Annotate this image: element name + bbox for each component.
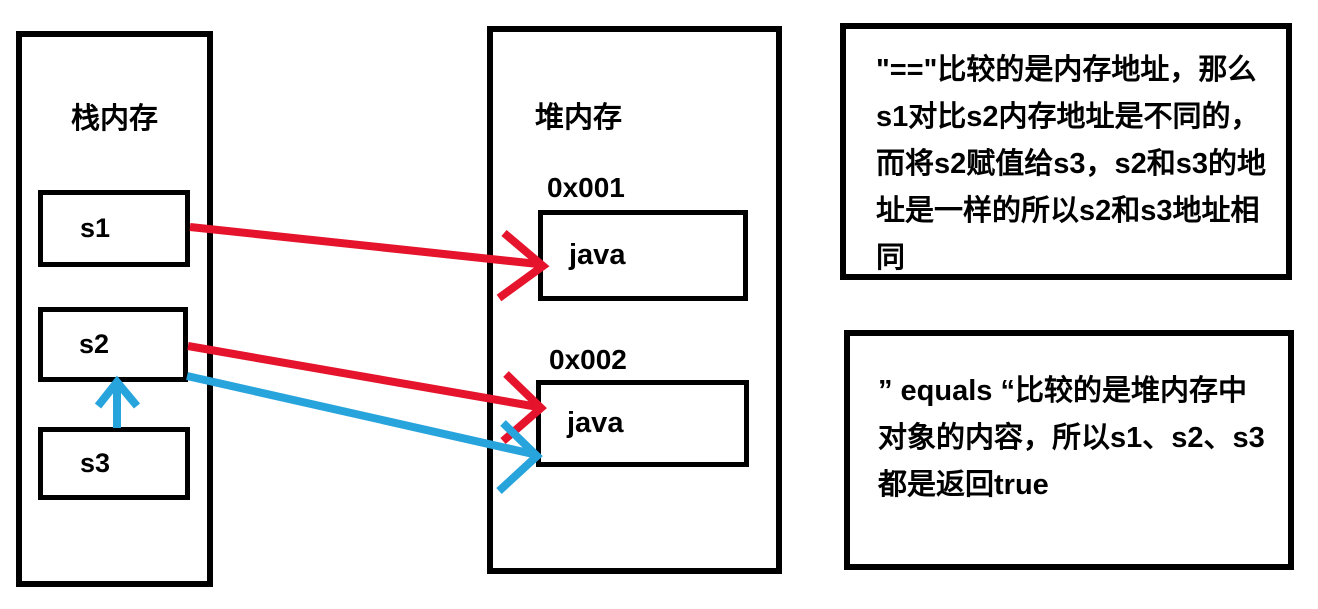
note-equals-method: ” equals “比较的是堆内存中 对象的内容，所以s1、s2、s3 都是返回… <box>844 330 1294 570</box>
stack-memory-panel: 栈内存 s1 s2 s3 <box>16 31 213 587</box>
heap-object-box-0x002: java <box>536 380 749 467</box>
heap-object-value-0x002: java <box>567 407 624 439</box>
note-equals-line: 对象的内容，所以s1、s2、s3 <box>878 422 1265 454</box>
stack-var-box-s3: s3 <box>38 427 190 500</box>
heap-address-label-0x001: 0x001 <box>547 172 625 203</box>
note-equality-line: 同 <box>876 242 906 274</box>
heap-object-box-0x001: java <box>538 210 748 301</box>
note-equality-line: 而将s2赋值给s3，s2和s3的地 <box>876 148 1267 180</box>
note-equality-line: s1对比s2内存地址是不同的， <box>876 101 1260 133</box>
note-equality-line: 址是一样的所以s2和s3地址相 <box>876 195 1260 227</box>
heap-panel-title: 堆内存 <box>535 102 623 134</box>
stack-var-box-s1: s1 <box>38 190 190 267</box>
arrow-s2-assign-0x002-shaft <box>186 372 534 458</box>
stack-var-label-s3: s3 <box>79 448 111 478</box>
note-equality-operator: "=="比较的是内存地址，那么 s1对比s2内存地址是不同的， 而将s2赋值给s… <box>840 23 1292 280</box>
heap-memory-panel: 堆内存 0x001 java 0x002 java <box>487 26 782 574</box>
note-equals-line: ” equals “比较的是堆内存中 <box>878 375 1247 407</box>
heap-address-label-0x002: 0x002 <box>549 344 627 375</box>
stack-var-box-s2: s2 <box>38 307 188 382</box>
note-equals-line: 都是返回true <box>878 469 1049 501</box>
note-equality-line: "=="比较的是内存地址，那么 <box>876 54 1257 86</box>
stack-var-label-s1: s1 <box>79 213 111 243</box>
heap-object-value-0x001: java <box>569 239 626 271</box>
arrow-s1-to-0x001-shaft <box>189 223 539 268</box>
stack-panel-title: 栈内存 <box>70 103 158 135</box>
arrow-s2-to-0x002-shaft <box>187 342 539 411</box>
stack-var-label-s2: s2 <box>78 329 110 359</box>
